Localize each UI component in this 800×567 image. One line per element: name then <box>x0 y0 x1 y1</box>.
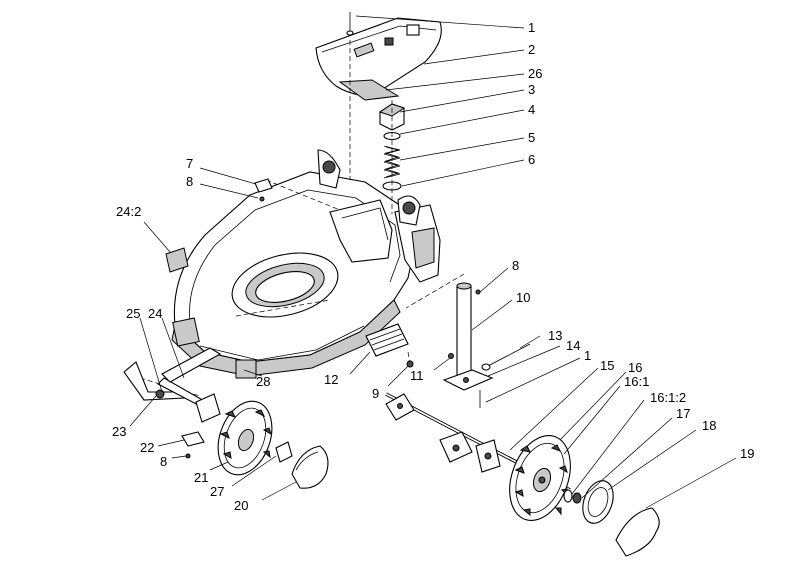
front-wheel-21 <box>217 400 273 476</box>
clip-9 <box>406 360 414 368</box>
bracket-22 <box>181 431 205 459</box>
label-7: 7 <box>186 156 193 171</box>
hubcap-20 <box>291 445 329 489</box>
label-19: 19 <box>740 446 754 461</box>
label-14: 14 <box>566 338 580 353</box>
label-24: 24 <box>148 306 162 321</box>
label-28: 28 <box>256 374 270 389</box>
grass-chute-12 <box>365 323 409 357</box>
label-5: 5 <box>528 130 535 145</box>
label-6: 6 <box>528 152 535 167</box>
label-16: 16 <box>628 360 642 375</box>
label-8-front: 8 <box>160 454 167 469</box>
label-12: 12 <box>324 372 338 387</box>
label-1-top: 1 <box>528 20 535 35</box>
label-13: 13 <box>548 328 562 343</box>
screw <box>346 12 354 36</box>
label-22: 22 <box>140 440 154 455</box>
washer-16-1-2 <box>563 489 573 503</box>
label-3: 3 <box>528 82 535 97</box>
decal-24-2 <box>165 247 189 273</box>
label-15: 15 <box>600 358 614 373</box>
cover-19 <box>615 507 660 557</box>
height-lever-23 <box>123 347 222 423</box>
spring-5 <box>383 145 401 179</box>
callout-labels: 1 2 26 3 4 5 6 7 8 24:2 8 10 13 14 1 15 … <box>112 20 754 513</box>
decal-26 <box>338 79 400 101</box>
label-9: 9 <box>372 386 379 401</box>
label-1-axle: 1 <box>584 348 591 363</box>
hubcap-18 <box>582 480 614 524</box>
bracket-7 <box>254 178 273 202</box>
rear-wheel-16 <box>509 435 571 521</box>
label-26: 26 <box>528 66 542 81</box>
label-8-axle: 8 <box>512 258 519 273</box>
leader-lines <box>129 15 737 509</box>
nut-17 <box>572 492 582 504</box>
label-10: 10 <box>516 290 530 305</box>
label-18: 18 <box>702 418 716 433</box>
label-23: 23 <box>112 424 126 439</box>
label-16-1-2: 16:1:2 <box>650 390 686 405</box>
label-4: 4 <box>528 102 535 117</box>
label-20: 20 <box>234 498 248 513</box>
label-21: 21 <box>194 470 208 485</box>
bolt-13 <box>481 343 531 371</box>
label-8-top: 8 <box>186 174 193 189</box>
mower-deck <box>171 149 441 379</box>
axle-post-10 <box>456 282 481 377</box>
washer-27 <box>275 441 293 463</box>
label-11: 11 <box>410 368 424 383</box>
label-25: 25 <box>126 306 140 321</box>
label-24-2: 24:2 <box>116 204 141 219</box>
label-16-1: 16:1 <box>624 374 649 389</box>
label-2: 2 <box>528 42 535 57</box>
plate-14 <box>442 353 494 408</box>
label-27: 27 <box>210 484 224 499</box>
label-17: 17 <box>676 406 690 421</box>
